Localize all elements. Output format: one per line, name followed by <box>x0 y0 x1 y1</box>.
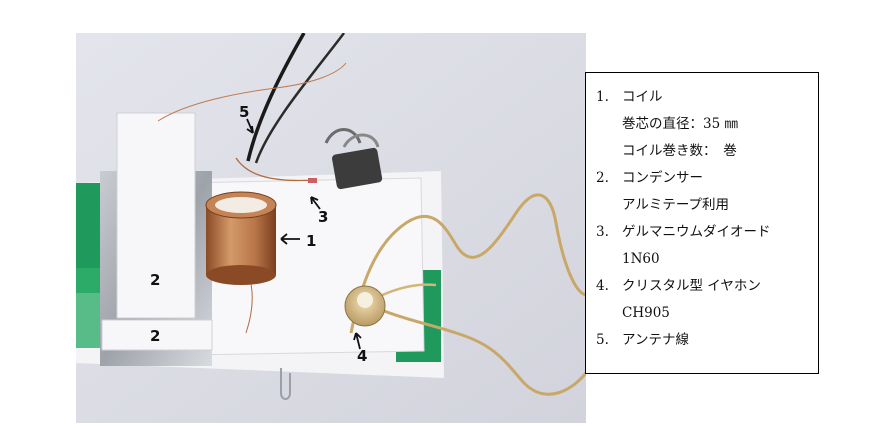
legend-title: ゲルマニウムダイオード <box>622 224 771 240</box>
crystal-radio-photo: 1 2 2 3 4 5 <box>76 33 586 423</box>
binder-clip-handle-2 <box>342 133 380 148</box>
copper-wire-top <box>157 62 347 122</box>
callout-arrow-1 <box>280 233 300 245</box>
callout-1: 1 <box>306 232 316 250</box>
antenna-cable-2 <box>254 33 345 164</box>
legend-item-4: 4. クリスタル型 イヤホン <box>596 273 818 300</box>
binder-clip-handle <box>324 128 362 144</box>
legend-item-3: 3. ゲルマニウムダイオード <box>596 219 818 246</box>
legend-number: 5. <box>596 332 609 348</box>
legend-title: コンデンサー <box>622 170 703 186</box>
callout-4: 4 <box>357 347 367 365</box>
earphone-cord-2 <box>365 301 586 396</box>
callout-arrow-5 <box>246 118 254 134</box>
legend-detail: 巻芯の直径：35 ㎜ <box>622 116 738 132</box>
callout-2-upper: 2 <box>150 271 160 289</box>
capacitor-plate-small <box>101 319 213 351</box>
paper-clip <box>280 368 291 400</box>
legend-number: 2. <box>596 170 609 186</box>
legend-detail: コイル巻き数： 巻 <box>622 143 737 159</box>
callout-arrow-3 <box>310 196 321 210</box>
coil-bottom <box>206 265 276 285</box>
callout-3: 3 <box>318 208 328 226</box>
legend-detail: 1N60 <box>622 251 660 267</box>
legend-number: 1. <box>596 89 609 105</box>
green-print-left-lower <box>76 268 101 348</box>
antenna-cable <box>246 33 306 162</box>
coil-hollow <box>215 197 267 213</box>
legend-title: コイル <box>622 89 663 105</box>
legend-item-1: 1. コイル <box>596 84 818 111</box>
legend-detail: CH905 <box>622 305 670 321</box>
legend-number: 3. <box>596 224 609 240</box>
legend-item-2: 2. コンデンサー <box>596 165 818 192</box>
copper-wire-mid <box>235 157 317 182</box>
earphone-cord <box>349 193 586 334</box>
earphone-tip <box>357 292 373 308</box>
parts-legend: 1. コイル 巻芯の直径：35 ㎜ コイル巻き数： 巻 2. コンデンサー アルミテ… <box>585 72 819 374</box>
diode <box>308 178 317 183</box>
callout-2-lower: 2 <box>150 327 160 345</box>
legend-item-5: 5. アンテナ線 <box>596 327 818 354</box>
legend-detail: アルミテープ利用 <box>622 197 730 213</box>
capacitor-plate-large <box>116 112 196 319</box>
legend-number: 4. <box>596 278 609 294</box>
binder-clip <box>332 147 383 190</box>
callout-arrow-4 <box>353 332 362 350</box>
legend-title: アンテナ線 <box>622 332 689 348</box>
legend-title: クリスタル型 イヤホン <box>622 278 761 294</box>
callout-5: 5 <box>239 103 249 121</box>
